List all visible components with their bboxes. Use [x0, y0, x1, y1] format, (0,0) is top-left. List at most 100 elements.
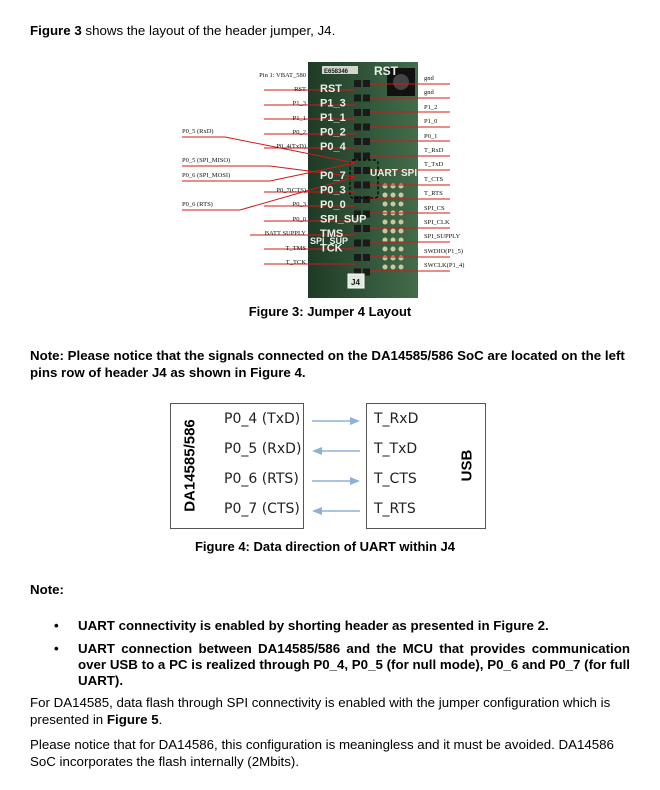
- pad: [390, 255, 396, 261]
- right-pin-label: SWDIO(P1_5): [424, 247, 463, 255]
- figure5-ref: Figure 5: [106, 712, 159, 727]
- silkscreen-label: P1_3: [320, 98, 346, 110]
- pad: [398, 255, 404, 261]
- pad: [382, 246, 388, 252]
- pad: [398, 264, 404, 270]
- arrow-left-icon: [312, 447, 360, 455]
- usb-signal-label: T_CTS: [374, 471, 417, 487]
- right-pin-label: T_RTS: [424, 190, 443, 198]
- header-pin: [354, 123, 361, 131]
- pad: [382, 201, 388, 207]
- right-pin-label: T_CTS: [424, 175, 444, 183]
- note2-title: Note:: [30, 582, 64, 597]
- far-left-pin-label: P0_6 (SPI_MOSI): [182, 172, 231, 179]
- header-pin: [354, 210, 361, 218]
- svg-text:E658346: E658346: [324, 69, 349, 75]
- bullet-item: UART connection between DA14585/586 and …: [30, 641, 630, 689]
- figure4-caption: Figure 4: Data direction of UART within …: [194, 539, 456, 554]
- usb-title: USB: [458, 449, 476, 482]
- silkscreen-label: P0_3: [320, 185, 346, 197]
- right-pin-label: SWCLK(P1_4): [424, 262, 465, 270]
- note-bullet-list: UART connectivity is enabled by shorting…: [30, 618, 630, 689]
- silkscreen-label: TCK: [320, 243, 343, 255]
- left-pin-label: P0_3: [292, 201, 306, 208]
- pad: [390, 237, 396, 243]
- flash-paragraph-text: For DA14585, data flash through SPI conn…: [30, 695, 611, 727]
- right-pin-label: gnd: [424, 89, 434, 97]
- svg-text:SPI_SUP: SPI_SUP: [310, 236, 348, 246]
- header-pin: [363, 80, 370, 87]
- pad: [382, 264, 388, 270]
- right-pin-label: T_TxD: [424, 161, 444, 169]
- far-left-pin-label: P0_6 (RTS): [182, 201, 213, 208]
- left-pin-label: RST: [294, 86, 306, 93]
- arrow-right-icon: [312, 477, 360, 485]
- flash-paragraph: For DA14585, data flash through SPI conn…: [30, 695, 611, 727]
- pad: [390, 183, 396, 189]
- right-pin-label: SPI_CLK: [424, 219, 450, 226]
- pad: [390, 246, 396, 252]
- right-pin-label: SPI_SUPPLY: [424, 233, 461, 241]
- arrow-right-icon: [312, 417, 360, 425]
- soc-signal-label: P0_6 (RTS): [224, 471, 299, 487]
- header-pin: [354, 268, 361, 276]
- header-pin: [354, 181, 361, 189]
- pad: [398, 192, 404, 198]
- svg-text:RST: RST: [374, 64, 399, 78]
- svg-text:UART: UART: [370, 168, 398, 179]
- left-pin-label: P1_1: [292, 115, 306, 122]
- board-illustration: E658346 RST UART SPI SPI_SUP J4 RSTP1_3P…: [182, 62, 450, 298]
- right-pin-label: P1_2: [424, 103, 438, 111]
- soc-signal-label: P0_7 (CTS): [224, 501, 300, 517]
- silkscreen-label: P0_0: [320, 199, 346, 211]
- bullet-item: UART connectivity is enabled by shorting…: [30, 618, 630, 634]
- soc-title: DA14585/586: [181, 419, 199, 512]
- right-pin-label: P1_0: [424, 118, 438, 126]
- left-pin-label: P0_0: [292, 216, 306, 223]
- silkscreen-label: P0_2: [320, 127, 346, 139]
- header-pin: [363, 152, 370, 160]
- left-pin-label: P0_2: [292, 129, 306, 136]
- intro-text: shows the layout of the header jumper, J…: [81, 23, 336, 38]
- pad: [382, 219, 388, 225]
- header-pin: [354, 196, 361, 203]
- silkscreen-label: P0_4: [320, 141, 347, 153]
- header-pin: [354, 239, 361, 247]
- pad: [398, 183, 404, 189]
- pad: [390, 264, 396, 270]
- header-pin: [354, 94, 361, 102]
- svg-text:SPI: SPI: [401, 168, 417, 179]
- figure-ref: Figure 3: [30, 23, 82, 38]
- pad: [382, 228, 388, 234]
- header-pin: [354, 167, 361, 174]
- pad: [390, 201, 396, 207]
- left-pin-label: P0_4(TxD): [276, 143, 306, 150]
- header-pin: [363, 181, 370, 189]
- figure3-caption: Figure 3: Jumper 4 Layout: [248, 304, 412, 319]
- pad: [382, 255, 388, 261]
- header-pin: [354, 225, 361, 232]
- note-signals: Note: Please notice that the signals con…: [30, 348, 625, 380]
- left-pin-label: T_TCK: [285, 259, 306, 266]
- pad: [398, 219, 404, 225]
- right-pin-label: P0_1: [424, 132, 438, 140]
- header-pin: [363, 225, 370, 232]
- arrow-left-icon: [312, 507, 360, 515]
- usb-signal-label: T_RTS: [374, 501, 416, 517]
- right-pin-label: T_RxD: [424, 147, 444, 154]
- header-pin: [354, 254, 361, 261]
- left-pin-label: BATT SUPPLY: [264, 230, 306, 237]
- header-pin: [363, 94, 370, 102]
- da14586-paragraph: Please notice that for DA14586, this con…: [30, 737, 614, 769]
- usb-box: [366, 403, 486, 529]
- header-pin: [354, 109, 361, 116]
- soc-signal-label: P0_5 (RxD): [224, 441, 302, 457]
- left-pin-label: T_TMS: [285, 245, 306, 252]
- header-pin: [363, 254, 370, 261]
- header-pin: [363, 167, 370, 174]
- header-pin: [363, 123, 370, 131]
- silkscreen-label: P1_1: [320, 112, 346, 124]
- header-pin: [354, 80, 361, 87]
